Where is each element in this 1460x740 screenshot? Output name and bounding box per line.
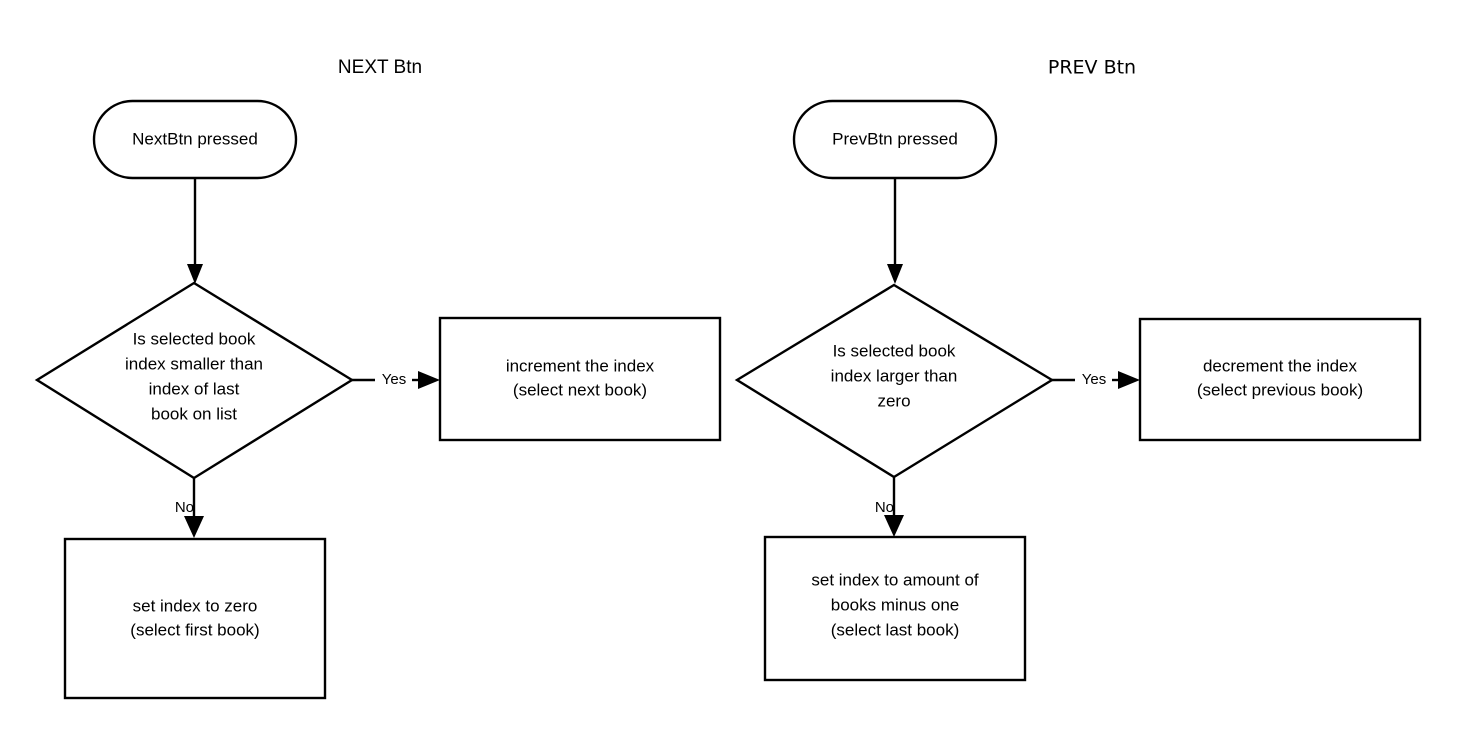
prev-decision-line-3: zero <box>877 391 910 410</box>
next-start-label: NextBtn pressed <box>132 129 258 148</box>
prev-no-action-line-3: (select last book) <box>831 620 960 639</box>
next-no-label: No <box>175 499 194 516</box>
prev-start-label: PrevBtn pressed <box>832 129 958 148</box>
prev-decision-line-1: Is selected book <box>833 341 956 360</box>
prev-no-action-line-1: set index to amount of <box>811 570 979 589</box>
next-arrowhead-no <box>184 516 204 538</box>
prev-arrowhead-no <box>884 515 904 537</box>
next-yes-label: Yes <box>382 371 406 388</box>
next-no-action-line-1: set index to zero <box>133 596 258 615</box>
prev-arrowhead-to-decision <box>887 264 903 284</box>
next-yes-action-box <box>438 316 722 442</box>
next-arrowhead-yes <box>418 371 440 389</box>
next-decision-line-4: book on list <box>151 404 237 423</box>
next-decision-line-3: index of last <box>149 379 240 398</box>
prev-yes-action-line-2: (select previous book) <box>1197 380 1363 399</box>
next-decision-line-1: Is selected book <box>133 329 256 348</box>
next-decision-line-2: index smaller than <box>125 354 263 373</box>
next-no-action-line-2: (select first book) <box>130 620 259 639</box>
next-yes-action-line-1: increment the index <box>506 356 655 375</box>
prev-yes-label: Yes <box>1082 371 1106 388</box>
prev-no-label: No <box>875 499 894 516</box>
prev-arrowhead-yes <box>1118 371 1140 389</box>
prev-yes-action-line-1: decrement the index <box>1203 356 1358 375</box>
prev-decision-line-2: index larger than <box>831 366 958 385</box>
next-yes-action-line-2: (select next book) <box>513 380 647 399</box>
prev-no-action-box <box>763 535 1027 682</box>
prev-yes-action-box <box>1138 317 1422 442</box>
section-title-prev: PREV Btn <box>1048 57 1136 79</box>
next-arrowhead-to-decision <box>187 264 203 284</box>
next-no-action-box <box>63 537 327 700</box>
prev-no-action-line-2: books minus one <box>831 595 960 614</box>
section-title-next: NEXT Btn <box>338 57 422 78</box>
